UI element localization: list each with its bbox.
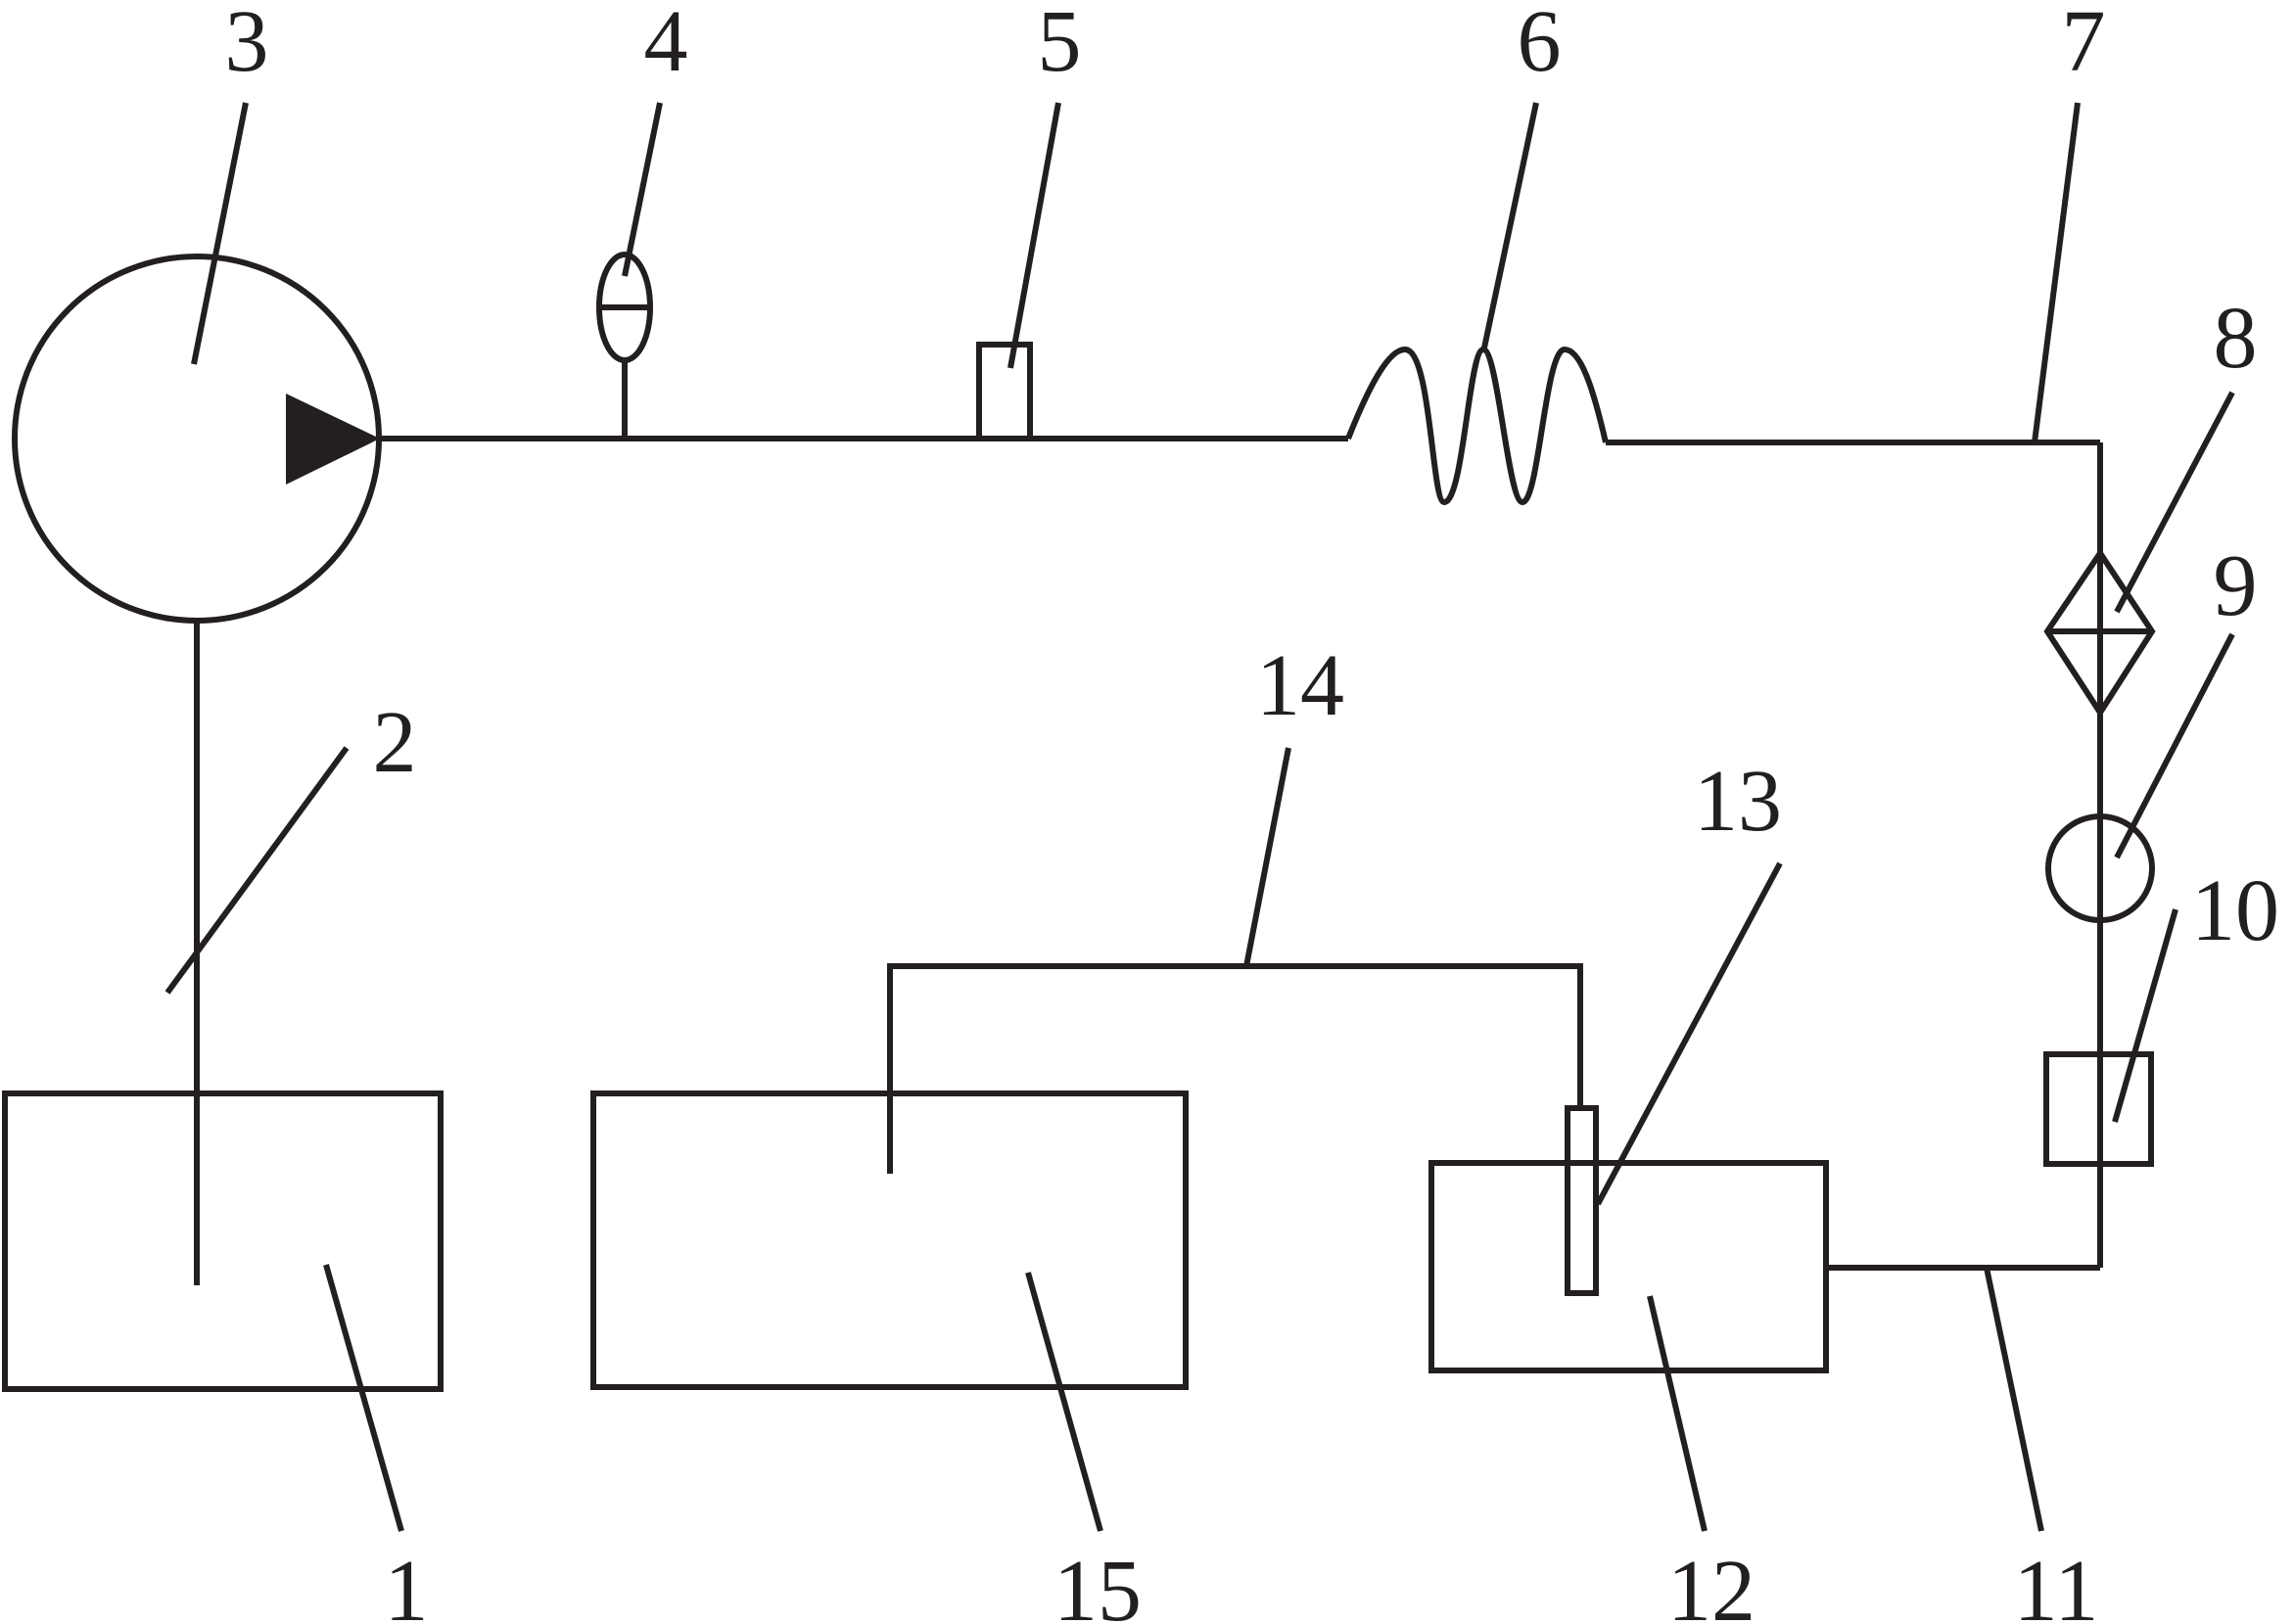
- pump-direction-arrow: [286, 394, 380, 485]
- leader-6: [1480, 102, 1539, 353]
- component-13-probe: [1565, 1105, 1599, 1296]
- leader-1: [323, 1264, 404, 1532]
- component-9-flowmeter: [2045, 813, 2155, 923]
- leader-13: [1595, 861, 1783, 1206]
- leader-4: [622, 102, 663, 277]
- label-7: 7: [2062, 0, 2106, 90]
- leader-12: [1647, 1295, 1708, 1532]
- leader-lines: [164, 102, 2235, 1532]
- component-3-pump: [12, 254, 382, 624]
- leader-10: [2112, 908, 2178, 1123]
- component-1-tank: [2, 1090, 444, 1392]
- component-8-filter: [2043, 547, 2156, 719]
- component-14-cable: [887, 963, 1583, 1174]
- label-12: 12: [1667, 1543, 1756, 1624]
- label-13: 13: [1694, 753, 1782, 850]
- leader-2: [164, 746, 350, 995]
- leader-14: [1243, 747, 1291, 967]
- label-5: 5: [1038, 0, 1082, 90]
- label-1: 1: [385, 1543, 429, 1624]
- component-5-valve: [976, 342, 1033, 441]
- label-15: 15: [1053, 1543, 1142, 1624]
- label-10: 10: [2191, 862, 2279, 959]
- label-8: 8: [2214, 290, 2258, 387]
- component-4-pressure-gauge: [596, 252, 653, 439]
- leader-15: [1025, 1272, 1103, 1532]
- label-14: 14: [1256, 637, 1344, 734]
- leader-11: [1984, 1267, 2044, 1532]
- label-6: 6: [1518, 0, 1562, 90]
- leader-3: [191, 102, 249, 365]
- label-4: 4: [644, 0, 688, 90]
- component-15-instrument: [590, 1090, 1189, 1390]
- label-3: 3: [225, 0, 269, 90]
- label-11: 11: [2014, 1543, 2099, 1624]
- leader-9: [2114, 632, 2235, 859]
- component-12-container: [1428, 1160, 1829, 1373]
- component-7-pipe: [1606, 440, 2103, 1268]
- component-10-box: [2043, 1051, 2154, 1167]
- label-9: 9: [2214, 537, 2258, 634]
- leader-7: [2032, 102, 2081, 443]
- leader-8: [2114, 391, 2235, 614]
- component-6-coil: [1345, 346, 1609, 506]
- number-labels: 1 2 3 4 5 6 7 8 9 10 11 12 13 14 15: [225, 0, 2280, 1624]
- leader-5: [1007, 102, 1061, 369]
- label-2: 2: [373, 694, 417, 791]
